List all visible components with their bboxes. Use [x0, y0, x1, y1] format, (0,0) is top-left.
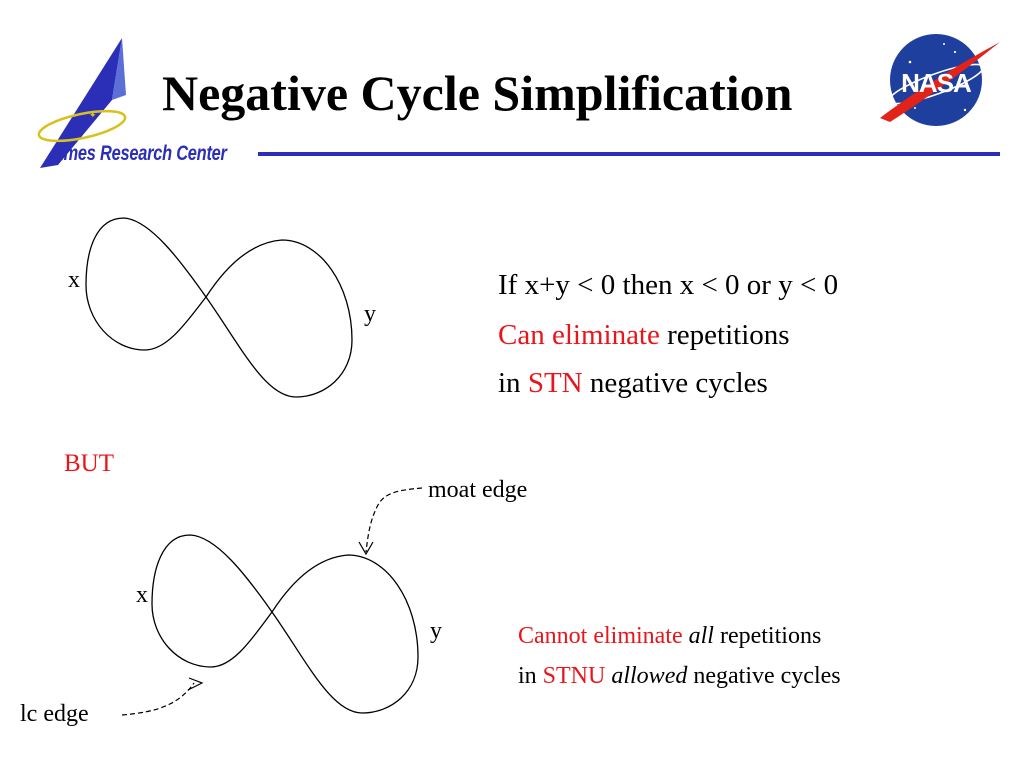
- statement-line-1: If x+y < 0 then x < 0 or y < 0: [498, 269, 839, 301]
- can-eliminate-text: Can eliminate: [498, 319, 660, 351]
- stn-text: STN: [527, 367, 583, 399]
- statement-line-2: Can eliminate repetitions: [498, 319, 790, 351]
- statement2-line-2: in STNU allowed negative cycles: [518, 663, 841, 689]
- ames-research-center-text: Ames Research Center: [52, 142, 227, 165]
- but-label: BUT: [64, 450, 114, 477]
- cannot-eliminate-text: Cannot eliminate: [518, 623, 683, 649]
- bottom-y-label: y: [430, 618, 442, 644]
- bottom-figure-eight-loop: [151, 534, 419, 714]
- top-figure-eight-loop: [85, 217, 353, 398]
- top-x-label: x: [68, 267, 80, 293]
- ames-star-icon: ✦: [89, 111, 97, 121]
- top-y-label: y: [364, 301, 376, 327]
- ames-orbit-ring: [37, 109, 127, 143]
- moat-edge-arrowhead: [358, 541, 374, 556]
- nasa-orbit: [888, 63, 984, 105]
- page-title: Negative Cycle Simplification: [162, 65, 793, 121]
- title-rule: [258, 152, 1000, 156]
- nasa-logo-text: NASA: [901, 68, 972, 98]
- stnu-text: STNU: [542, 663, 606, 689]
- ames-arrow-shade: [112, 38, 126, 100]
- lc-edge-arrowhead: [187, 677, 204, 691]
- ames-arrow-icon: [40, 38, 122, 168]
- bottom-x-label: x: [136, 582, 148, 608]
- moat-edge-label: moat edge: [428, 477, 528, 503]
- statement2-line-1: Cannot eliminate all repetitions: [518, 623, 822, 649]
- moat-edge-arrow: [365, 487, 423, 553]
- nasa-chevron: [880, 42, 1000, 122]
- lc-edge-label: lc edge: [20, 701, 89, 727]
- statement-line-3: in STN negative cycles: [498, 367, 768, 399]
- lc-edge-arrow: [121, 682, 195, 716]
